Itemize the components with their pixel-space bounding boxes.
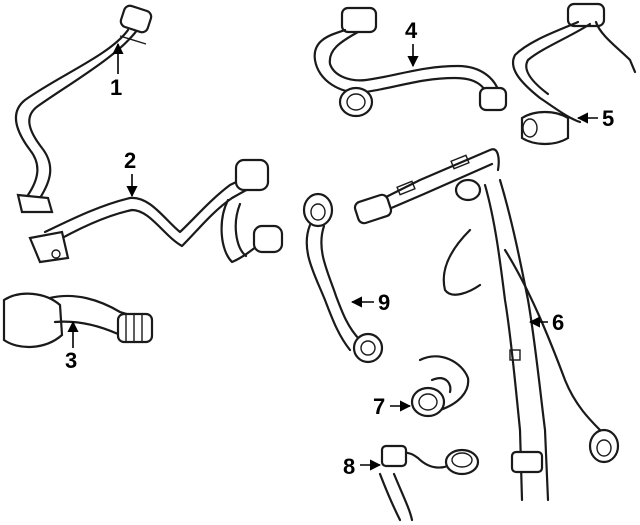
callout-2: 2: [124, 148, 136, 173]
callout-1-group: 1: [110, 42, 124, 100]
hose-part-7: [410, 355, 470, 418]
callout-7-group: 7: [373, 394, 412, 419]
callout-5-group: 5: [576, 106, 614, 131]
callout-2-group: 2: [124, 148, 138, 198]
callout-8: 8: [343, 454, 355, 479]
callout-6-group: 6: [528, 310, 564, 335]
hose-part-8: [378, 444, 480, 522]
callout-4: 4: [405, 18, 418, 43]
callout-5: 5: [602, 106, 614, 131]
hose-part-5: [512, 2, 637, 146]
callout-4-group: 4: [405, 18, 419, 68]
hose-part-4: [313, 6, 508, 118]
callout-9-group: 9: [350, 290, 390, 315]
callout-3: 3: [65, 348, 77, 373]
hose-part-3: [2, 292, 154, 349]
callout-8-group: 8: [343, 454, 382, 479]
callout-3-group: 3: [65, 320, 79, 373]
hose-part-2: [28, 158, 284, 264]
callout-9: 9: [378, 290, 390, 315]
hose-part-9: [302, 192, 384, 364]
callout-1: 1: [110, 75, 122, 100]
hose-part-1: [14, 4, 153, 214]
callout-7: 7: [373, 394, 385, 419]
hose-part-6: [353, 148, 620, 502]
callout-6: 6: [552, 310, 564, 335]
